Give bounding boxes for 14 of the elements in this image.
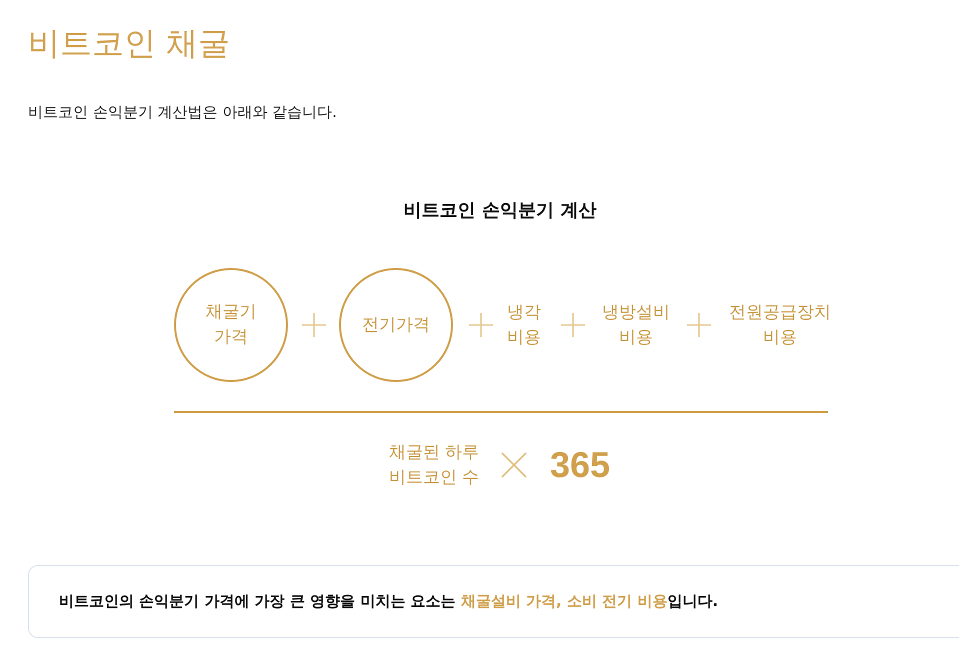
cost-circle <box>339 268 453 382</box>
note-box <box>28 565 959 638</box>
note-text: 비트코인의 손익분기 가격에 가장 큰 영향을 미치는 요소는 채굴설비 가격, 소비 전기 비용입니다. <box>59 592 718 611</box>
days-number: 365 <box>550 445 610 485</box>
formula-title: 비트코인 손익분기 계산 <box>404 199 596 222</box>
circle-label: 전기가격 <box>362 314 430 337</box>
circle-label: 채굴기 가격 <box>206 301 256 349</box>
cost-term: 냉방설비 비용 <box>602 301 670 349</box>
cost-circle <box>174 268 288 382</box>
page-title: 비트코인 채굴 <box>28 24 230 62</box>
daily-coins-term: 채굴된 하루 비트코인 수 <box>388 441 480 489</box>
cost-term: 전원공급장치 비용 <box>729 301 831 349</box>
intro-text: 비트코인 손익분기 계산법은 아래와 같습니다. <box>28 103 337 122</box>
cost-term: 냉각 비용 <box>507 301 541 349</box>
